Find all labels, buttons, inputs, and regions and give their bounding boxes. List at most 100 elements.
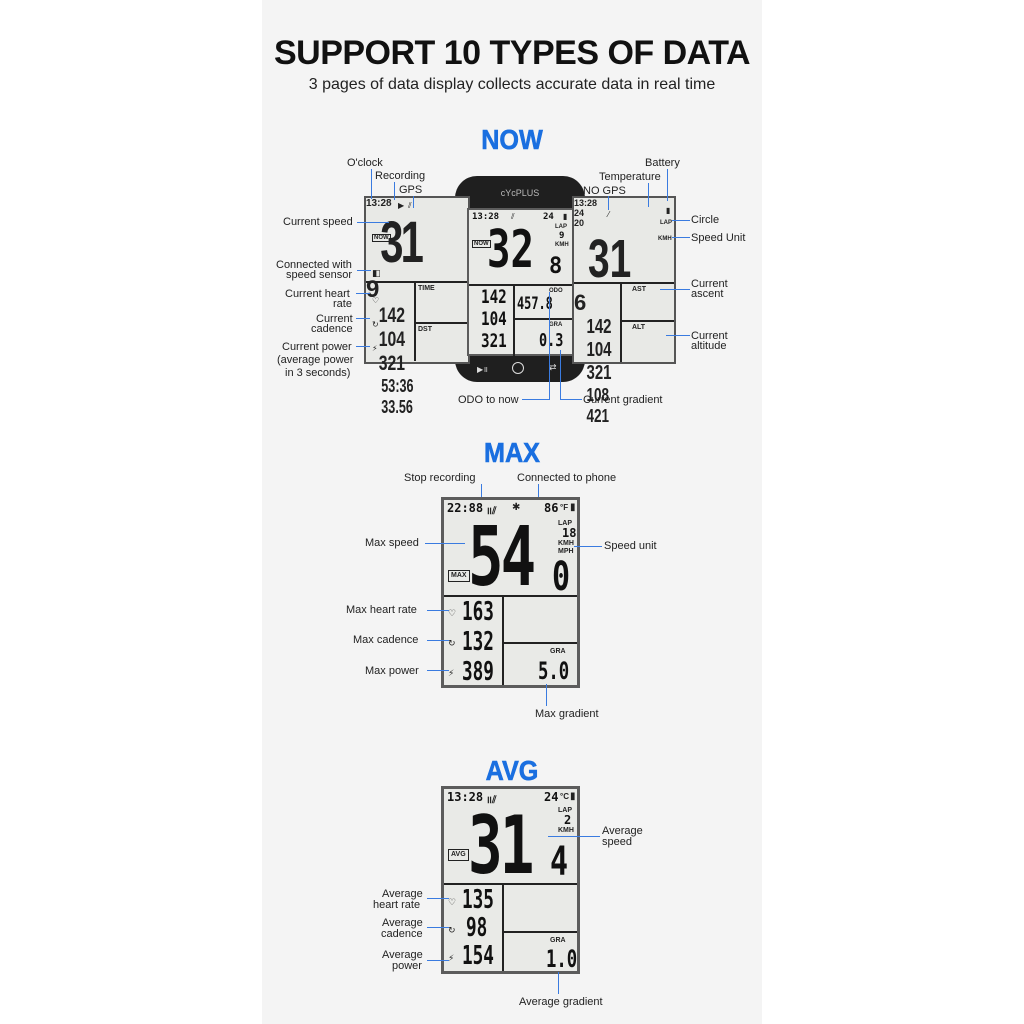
cadence-icon: ↻ [372,320,379,329]
now-left-screen: 13:28 ▶ ⫽ NOW 31 9 ◧ ♡ 142 ↻ 104 ⚡ 321 T… [364,196,470,417]
gps-icon: ⫽ [511,212,515,221]
label-speed-sensor: speed sensor [286,269,353,281]
leader-line [666,335,690,336]
speed-value: 32 [487,220,534,280]
leader-line [560,350,561,400]
divider [574,282,674,284]
now-tag: NOW [472,240,491,248]
max-screen: 22:88 ॥⫽ ✱ 86 °F ▮ LAP 18 KMH MPH MAX 54… [441,497,580,688]
battery-icon: ▮ [666,206,671,215]
clock-value: 13:28 [447,790,484,804]
max-tag: MAX [448,570,470,582]
divider [622,320,674,322]
leader-line [546,684,547,706]
speed-unit: KMH [558,827,574,834]
label-current-speed: Current speed [283,216,353,228]
avg-heading: AVG [485,755,539,787]
bluetooth-icon: ✱ [512,502,521,513]
speed-value: 54 [468,510,536,605]
label-average-power: (average power [277,354,354,366]
cadence-icon: ↻ [448,925,456,935]
leader-line [608,196,609,210]
temperature-unit: °C [560,792,569,801]
power-value: 321 [378,352,406,375]
now-center-screen: 13:28 ⫽ 24 ▮ NOW 32 8 LAP 9 KMH 142 104 … [467,208,575,356]
power-icon: ⚡ [448,953,455,963]
page-subtitle: 3 pages of data display collects accurat… [308,76,716,93]
avg-tag: AVG [448,849,469,861]
power-value: 154 [462,941,494,971]
temperature-value: 24 [574,208,585,218]
speed-unit-mph: MPH [558,548,574,555]
odo-value: 457.8 [517,294,553,314]
label-rate: rate [333,298,352,310]
label-max-speed: Max speed [365,537,419,549]
speed-value: 31 [380,210,424,275]
lap-value: 9 [559,231,565,241]
cadence-value: 104 [481,308,507,330]
leader-line [425,543,465,544]
leader-line [394,182,395,200]
label-average-hr-2: heart rate [373,899,421,911]
clock-value: 22:88 [447,501,484,515]
label-current-ascent-2: ascent [691,288,724,300]
power-value: 389 [462,657,494,687]
leader-line [356,346,370,347]
divider [504,931,577,933]
divider [414,283,416,361]
label-temperature: Temperature [599,171,661,183]
clock-value: 13:28 [366,198,392,209]
ast-label: AST [632,286,646,293]
altitude-value: 421 [586,406,610,426]
switch-icon: ⇄ [549,362,557,372]
leader-line [522,399,550,400]
label-current: Current [316,313,353,325]
stop-recording-icon: ॥⫽ [486,506,497,517]
divider [444,883,577,885]
label-average-pwr-1: Average [382,949,423,961]
temperature-value: 86 [544,501,559,515]
leader-line [427,960,449,961]
label-average-cad-2: cadence [381,928,423,940]
odo-label: ODO [549,288,563,294]
lap-label: LAP [558,807,572,814]
temperature-unit: °F [560,503,569,512]
leader-line [427,898,449,899]
gps-icon: ⫽ [408,201,412,210]
battery-icon: ▮ [563,212,568,221]
label-current-ascent-1: Current [691,278,728,290]
brand-logo: cYcPLUS [500,188,540,198]
heart-icon: ♡ [448,897,457,907]
label-max-gradient: Max gradient [535,708,599,720]
label-average-speed-2: speed [602,836,632,848]
heart-rate-value: 163 [462,597,494,627]
power-icon: ⚡ [448,668,455,678]
battery-icon: ▮ [570,502,576,513]
leader-line [357,270,371,271]
gra-label: GRA [550,937,566,944]
cadence-value: 104 [378,328,406,351]
power-button-icon [512,362,524,374]
label-average-speed-1: Average [602,825,643,837]
gradient-value: 5.0 [538,657,570,685]
divider [515,318,573,320]
leader-line [413,196,414,208]
max-heading: MAX [483,437,541,469]
temperature-value: 24 [544,790,559,804]
power-value: 321 [586,362,612,384]
alt-label: ALT [632,324,646,331]
label-current-heart: Current heart [285,288,350,300]
leader-line [667,169,668,201]
now-right-screen: 13:28 ⁄ 24 ▮ LAP 20 KMH 31 6 142 104 321… [572,196,676,426]
speed-decimal: 6 [574,290,587,315]
leader-line [549,292,550,400]
gra-label: GRA [550,648,566,655]
leader-line [574,546,602,547]
label-connected-with: Connected with [276,259,352,271]
label-odo-to-now: ODO to now [458,394,519,406]
leader-line [356,293,370,294]
leader-line [356,318,370,319]
leader-line [427,640,449,641]
clock-value: 13:28 [472,212,500,222]
dst-label: DST [418,326,432,333]
